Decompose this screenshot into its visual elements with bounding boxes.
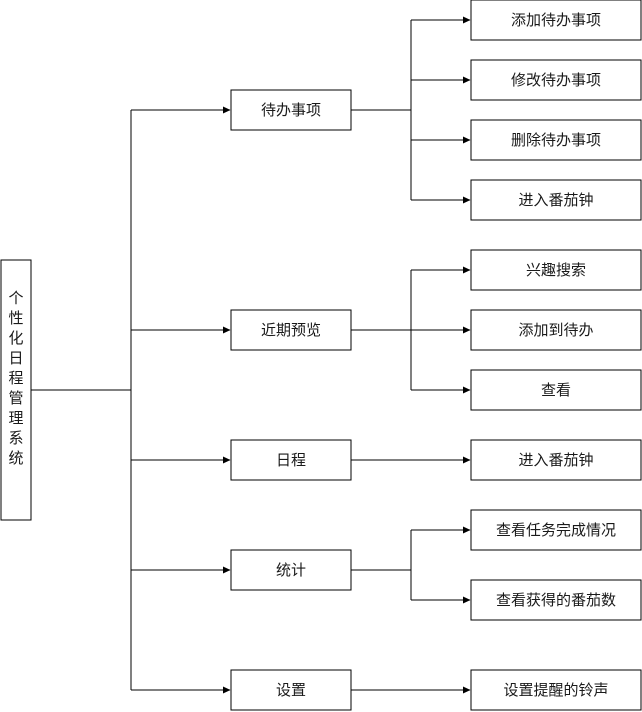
leaf-box xyxy=(470,369,642,411)
connector-lines xyxy=(31,16,471,694)
category-box xyxy=(230,669,352,711)
leaf-box xyxy=(470,669,642,711)
leaf-box xyxy=(470,0,642,41)
category-node-settings: 设置 xyxy=(230,669,352,711)
leaf-node: 查看任务完成情况 xyxy=(470,509,642,551)
leaf-label: 添加到待办 xyxy=(518,321,593,339)
leaf-label: 设置提醒的铃声 xyxy=(503,681,608,699)
leaf-label: 兴趣搜索 xyxy=(526,261,586,279)
category-box xyxy=(230,309,352,351)
leaf-box xyxy=(470,439,642,481)
category-box xyxy=(230,549,352,591)
leaf-box xyxy=(470,309,642,351)
category-label: 日程 xyxy=(276,451,306,469)
leaf-node: 添加待办事项 xyxy=(470,0,642,41)
category-label: 待办事项 xyxy=(261,101,321,119)
leaf-label: 修改待办事项 xyxy=(511,71,601,89)
leaf-label: 进入番茄钟 xyxy=(518,451,593,469)
leaf-label: 添加待办事项 xyxy=(511,11,601,29)
leaf-node: 兴趣搜索 xyxy=(470,249,642,291)
category-node-todo: 待办事项 xyxy=(230,89,352,131)
leaf-node: 查看获得的番茄数 xyxy=(470,579,642,621)
category-label: 近期预览 xyxy=(261,321,321,339)
category-label: 统计 xyxy=(276,561,306,579)
leaf-node: 添加到待办 xyxy=(470,309,642,351)
leaf-node: 查看 xyxy=(470,369,642,411)
category-node-schedule: 日程 xyxy=(230,439,352,481)
category-node-preview: 近期预览 xyxy=(230,309,352,351)
leaf-node: 进入番茄钟 xyxy=(470,439,642,481)
leaf-node: 修改待办事项 xyxy=(470,59,642,101)
category-label: 设置 xyxy=(276,681,306,699)
leaf-box xyxy=(470,579,642,621)
leaf-label: 查看获得的番茄数 xyxy=(496,591,616,609)
root-label: 个性化日程管理系统 xyxy=(8,289,23,467)
leaf-box xyxy=(470,509,642,551)
leaf-label: 进入番茄钟 xyxy=(518,191,593,209)
leaf-label: 删除待办事项 xyxy=(511,131,601,149)
leaf-box xyxy=(470,119,642,161)
leaf-label: 查看任务完成情况 xyxy=(496,521,616,539)
leaf-label: 查看 xyxy=(541,381,571,399)
leaf-node: 删除待办事项 xyxy=(470,119,642,161)
category-node-stats: 统计 xyxy=(230,549,352,591)
category-box xyxy=(230,439,352,481)
leaf-box xyxy=(470,179,642,221)
leaf-box xyxy=(470,59,642,101)
leaf-node: 设置提醒的铃声 xyxy=(470,669,642,711)
root-node: 个性化日程管理系统 xyxy=(0,259,32,521)
leaf-node: 进入番茄钟 xyxy=(470,179,642,221)
category-box xyxy=(230,89,352,131)
root-box xyxy=(0,259,32,521)
leaf-box xyxy=(470,249,642,291)
